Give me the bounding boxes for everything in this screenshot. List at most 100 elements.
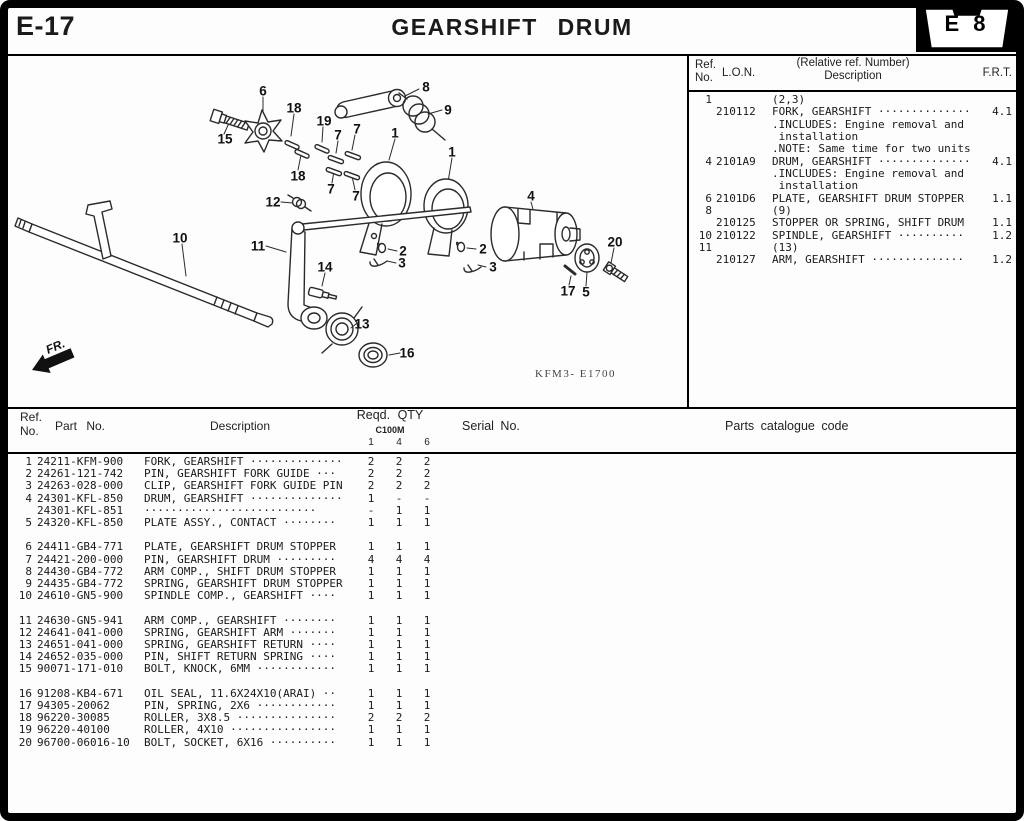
part-13-spring	[321, 306, 363, 354]
callout-16: 16	[399, 345, 415, 361]
qty-4-cell: 1	[395, 564, 403, 578]
ref-no-cell: 10	[18, 589, 32, 603]
serial-no-col-header: Serial No.	[462, 419, 520, 433]
qty-col-1-header: 1	[368, 437, 374, 448]
qty-4-cell: 2	[395, 455, 403, 468]
callout-11: 11	[250, 238, 266, 254]
part-no-cell: 24430-GB4-772	[37, 564, 124, 578]
row-group-gap	[8, 676, 478, 688]
qty-1-cell: 1	[367, 699, 375, 713]
section-badge-label: E 8	[944, 11, 990, 36]
ref-no-cell: 18	[18, 711, 32, 725]
description-cell: BOLT, SOCKET, 6X16 ··········	[144, 735, 337, 749]
lon-cell	[716, 143, 764, 155]
part-3-clip	[463, 264, 482, 273]
qty-6-cell: 1	[423, 662, 431, 676]
qty-6-cell: -	[423, 491, 431, 505]
part-12-spring	[287, 194, 312, 212]
description-cell: ··························	[144, 503, 317, 517]
leader-lines	[181, 88, 615, 356]
ref-table-row: .INCLUDES: Engine removal and	[689, 167, 1016, 180]
parts-ref-col-header: Ref.No.	[20, 410, 43, 438]
ref-no-cell: 4	[25, 491, 32, 505]
frt-cell	[990, 119, 1016, 131]
ref-no-cell	[689, 168, 712, 180]
callout-18: 18	[290, 168, 306, 184]
callout-8: 8	[422, 79, 430, 95]
description-cell: PLATE, GEARSHIFT DRUM STOPPER	[772, 191, 965, 205]
callout-6: 6	[259, 83, 267, 99]
qty-6-cell: 1	[423, 723, 431, 737]
callout-18: 18	[286, 100, 302, 116]
qty-1-cell: 2	[367, 455, 375, 468]
description-cell: SPINDLE COMP., GEARSHIFT ····	[144, 589, 337, 603]
qty-6-cell: 1	[423, 516, 431, 530]
part-4-drum	[490, 206, 581, 262]
part-no-cell: 24301-KFL-850	[37, 491, 124, 505]
description-cell: ROLLER, 4X10 ················	[144, 723, 337, 737]
ref-no-cell: 19	[18, 723, 32, 737]
part-7-pin	[327, 154, 345, 165]
part-no-cell: 24211-KFM-900	[37, 455, 124, 468]
callout-20: 20	[607, 234, 623, 250]
part-9-spring	[398, 92, 446, 141]
ref-table-row: 11 (13)	[689, 241, 1016, 255]
qty-6-cell: 1	[423, 686, 431, 700]
qty-1-cell: 1	[367, 577, 375, 591]
ref-no-cell	[689, 217, 712, 229]
qty-4-cell: 1	[395, 650, 403, 664]
ref-table-row: .NOTE: Same time for two units	[689, 143, 1016, 156]
callout-1: 1	[448, 144, 456, 160]
description-cell: (13)	[772, 241, 799, 255]
qty-6-cell: 1	[423, 638, 431, 652]
diagram-plate-code: KFM3- E1700	[535, 368, 616, 380]
qty-6-cell: 2	[423, 455, 431, 468]
parts-partno-col-header: Part No.	[55, 419, 106, 433]
qty-1-cell: 1	[367, 723, 375, 737]
lon-cell: 210127	[716, 253, 756, 267]
lon-cell	[716, 119, 764, 131]
lon-cell: 2101A9	[716, 154, 756, 168]
callout-3: 3	[489, 259, 497, 275]
ref-table-row: 6 2101D6 PLATE, GEARSHIFT DRUM STOPPER 1…	[689, 191, 1016, 205]
qty-4-cell: 1	[395, 699, 403, 713]
qty-6-cell: 1	[423, 650, 431, 664]
qty-4-cell: 1	[395, 540, 403, 554]
ref-no-cell	[689, 180, 712, 192]
qty-4-cell: 1	[395, 625, 403, 639]
callout-7: 7	[327, 181, 335, 197]
qty-1-cell: 2	[367, 467, 375, 481]
row-group-gap	[8, 602, 478, 614]
qty-6-cell: 1	[423, 589, 431, 603]
ref-table-row: 4 2101A9 DRUM, GEARSHIFT ·············· …	[689, 154, 1016, 168]
part-no-cell: 24435-GB4-772	[37, 577, 124, 591]
description-cell: PIN, SHIFT RETURN SPRING ····	[144, 650, 337, 664]
frt-cell	[990, 168, 1016, 180]
ref-no-cell	[689, 143, 712, 155]
frt-cell: 1.2	[992, 228, 1012, 242]
callout-3: 3	[398, 255, 406, 271]
ref-table-row: 210125 STOPPER OR SPRING, SHIFT DRUM 1.1	[689, 217, 1016, 230]
qty-4-cell: 2	[395, 479, 403, 493]
ref-no-cell: 6	[25, 540, 32, 554]
ref-no-cell: 20	[18, 735, 32, 749]
qty-6-cell: 1	[423, 625, 431, 639]
frt-cell: 4.1	[992, 154, 1012, 168]
frt-cell: 1.2	[992, 253, 1012, 267]
model-code-header: C100M	[375, 425, 405, 435]
qty-4-cell: 1	[395, 662, 403, 676]
lon-cell	[716, 131, 764, 143]
qty-4-cell: 1	[395, 503, 403, 517]
part-no-cell: 24301-KFL-851	[37, 503, 124, 517]
ref-no-cell: 1	[25, 455, 32, 468]
callout-14: 14	[317, 259, 333, 275]
